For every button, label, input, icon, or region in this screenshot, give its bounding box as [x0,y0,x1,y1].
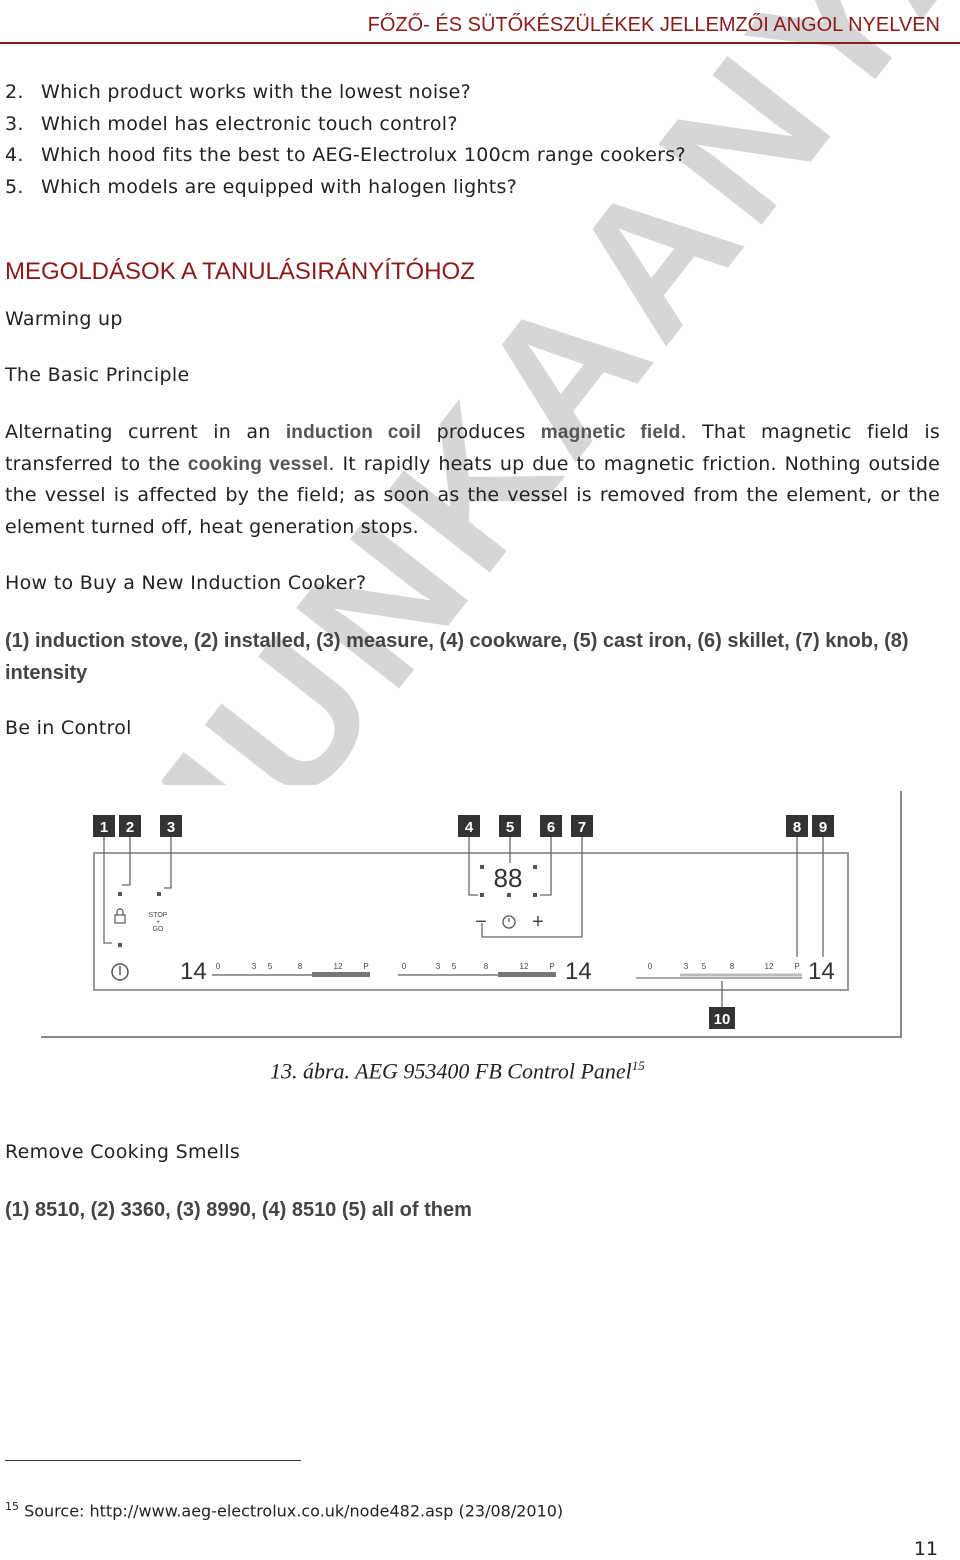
page-header-title: FŐZŐ- ÉS SÜTŐKÉSZÜLÉKEK JELLEMZŐI ANGOL … [367,14,940,36]
question-4: 4.Which hood fits the best to AEG-Electr… [5,144,686,166]
stop-go-line-2: + [156,919,160,926]
s1-8: 8 [298,962,303,971]
footnote: 15 Source: http://www.aeg-electrolux.co.… [5,1500,564,1521]
label-5-box [499,815,521,837]
label-2: 2 [126,819,134,836]
control-panel-diagram: 1 2 3 4 5 6 7 8 9 10 STOP + GO 88 [40,785,905,1040]
s2-12: 12 [520,962,529,971]
figure-caption: 13. ábra. AEG 953400 FB Control Panel15 [270,1058,645,1084]
s3-12: 12 [765,962,774,971]
label-7-box [571,815,593,837]
slider-right[interactable] [636,973,802,979]
section-title: MEGOLDÁSOK A TANULÁSIRÁNYÍTÓHOZ [5,258,475,285]
label-1-box [93,815,115,837]
label-3-box [160,815,182,837]
heading-warming-up: Warming up [5,308,123,330]
s3-0: 0 [648,962,653,971]
s2-3: 3 [436,962,441,971]
term-magnetic-field: magnetic field [540,422,681,443]
heading-how-to-buy: How to Buy a New Induction Cooker? [5,572,367,594]
s2-p: P [549,962,554,971]
answers-smells: (1) 8510, (2) 3360, (3) 8990, (4) 8510 (… [5,1199,472,1221]
slider-middle[interactable] [398,972,556,977]
principle-paragraph: Alternating current in an induction coil… [5,421,940,538]
header-rule [0,42,960,44]
panel-outline [93,852,849,991]
heading-basic-principle: The Basic Principle [5,364,190,386]
label-1: 1 [100,819,108,836]
label-8-box [786,815,808,837]
s3-3: 3 [684,962,689,971]
s3-p: P [794,962,799,971]
term-induction-coil: induction coil [285,422,422,443]
question-3: 3.Which model has electronic touch contr… [5,113,458,135]
lock-icon[interactable] [114,914,126,924]
s2-0: 0 [402,962,407,971]
timer-plus-button[interactable]: + [532,911,544,933]
s2-5: 5 [452,962,457,971]
stop-go-line-3: GO [153,926,164,933]
label-9: 9 [819,819,827,836]
s1-p: P [363,962,368,971]
timer-clock-icon[interactable] [502,915,516,929]
zone-left-heat: 14 [180,958,207,985]
power-icon[interactable] [111,963,129,981]
question-2: 2.Which product works with the lowest no… [5,81,471,103]
label-10: 10 [714,1011,731,1028]
s1-0: 0 [216,962,221,971]
heading-remove-smells: Remove Cooking Smells [5,1141,241,1163]
answers-buy: (1) induction stove, (2) installed, (3) … [5,630,909,684]
zone-mid-heat: 14 [565,958,592,985]
label-9-box [812,815,834,837]
label-4-box [458,815,480,837]
term-cooking-vessel: cooking vessel [187,453,329,475]
label-10-box [709,1007,735,1029]
s1-3: 3 [252,962,257,971]
page-number: 11 [913,1538,938,1560]
heading-be-in-control: Be in Control [5,717,132,739]
label-7: 7 [578,819,586,836]
timer-display: 88 [494,863,523,893]
label-4: 4 [465,819,474,836]
label-6-box [540,815,562,837]
slider-left[interactable] [212,972,370,977]
timer-minus-button[interactable]: − [475,911,487,933]
label-2-box [119,815,141,837]
label-3: 3 [167,819,175,836]
zone-right-heat: 14 [808,958,835,985]
question-5: 5.Which models are equipped with halogen… [5,176,518,198]
label-8: 8 [793,819,801,836]
footnote-rule [5,1460,301,1461]
s2-8: 8 [484,962,489,971]
s3-5: 5 [702,962,707,971]
label-5: 5 [506,819,514,836]
stop-go-line-1: STOP [149,912,168,919]
s3-8: 8 [730,962,735,971]
s1-5: 5 [268,962,273,971]
s1-12: 12 [334,962,343,971]
label-6: 6 [547,819,555,836]
